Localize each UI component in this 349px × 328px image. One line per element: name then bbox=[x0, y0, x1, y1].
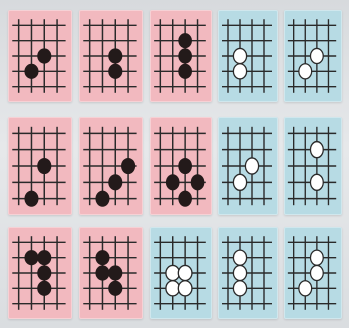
go-diagram bbox=[79, 10, 143, 102]
card-r3c2 bbox=[79, 227, 143, 319]
black-stone bbox=[108, 48, 122, 63]
white-stone bbox=[233, 64, 246, 79]
go-diagram bbox=[284, 227, 342, 319]
card-r1c1 bbox=[8, 10, 72, 102]
go-diagram bbox=[150, 10, 212, 102]
white-stone bbox=[166, 265, 180, 280]
black-stone bbox=[37, 281, 51, 296]
white-stone bbox=[310, 174, 323, 190]
black-stone bbox=[178, 158, 192, 174]
card-r3c3 bbox=[150, 227, 212, 319]
card-r3c5 bbox=[284, 227, 342, 319]
card-r1c5 bbox=[284, 10, 342, 102]
black-stone bbox=[166, 174, 180, 190]
white-stone bbox=[166, 281, 180, 296]
card-r1c3 bbox=[150, 10, 212, 102]
white-stone bbox=[245, 158, 258, 174]
card-r2c3 bbox=[150, 117, 212, 215]
white-stone bbox=[178, 265, 192, 280]
card-r2c2 bbox=[79, 117, 143, 215]
black-stone bbox=[108, 281, 122, 296]
card-r1c4 bbox=[218, 10, 278, 102]
card-r2c5 bbox=[284, 117, 342, 215]
go-diagram bbox=[150, 227, 212, 319]
black-stone bbox=[37, 158, 51, 174]
black-stone bbox=[191, 174, 205, 190]
black-stone bbox=[95, 250, 109, 265]
black-stone bbox=[108, 174, 122, 190]
go-diagram bbox=[150, 117, 212, 215]
card-r3c4 bbox=[218, 227, 278, 319]
white-stone bbox=[178, 281, 192, 296]
black-stone bbox=[178, 48, 192, 63]
white-stone bbox=[233, 281, 246, 296]
black-stone bbox=[37, 250, 51, 265]
black-stone bbox=[95, 265, 109, 280]
card-r2c4 bbox=[218, 117, 278, 215]
go-diagram bbox=[284, 117, 342, 215]
black-stone bbox=[108, 64, 122, 79]
go-diagram bbox=[8, 10, 72, 102]
card-r2c1 bbox=[8, 117, 72, 215]
black-stone bbox=[24, 64, 38, 79]
card-r3c1 bbox=[8, 227, 72, 319]
white-stone bbox=[310, 142, 323, 158]
black-stone bbox=[178, 64, 192, 79]
black-stone bbox=[24, 250, 38, 265]
go-diagram bbox=[218, 227, 278, 319]
go-diagram bbox=[218, 10, 278, 102]
black-stone bbox=[178, 33, 192, 48]
go-diagram bbox=[284, 10, 342, 102]
go-diagram bbox=[218, 117, 278, 215]
black-stone bbox=[37, 48, 51, 63]
black-stone bbox=[108, 265, 122, 280]
white-stone bbox=[233, 48, 246, 63]
black-stone bbox=[24, 191, 38, 207]
white-stone bbox=[233, 174, 246, 190]
black-stone bbox=[37, 265, 51, 280]
white-stone bbox=[299, 281, 312, 296]
go-diagram bbox=[79, 117, 143, 215]
white-stone bbox=[233, 250, 246, 265]
white-stone bbox=[310, 265, 323, 280]
white-stone bbox=[233, 265, 246, 280]
grid-lines bbox=[288, 127, 336, 205]
black-stone bbox=[178, 191, 192, 207]
black-stone bbox=[95, 191, 109, 207]
white-stone bbox=[310, 250, 323, 265]
card-r1c2 bbox=[79, 10, 143, 102]
go-diagram bbox=[79, 227, 143, 319]
white-stone bbox=[299, 64, 312, 79]
go-diagram bbox=[8, 117, 72, 215]
go-diagram bbox=[8, 227, 72, 319]
white-stone bbox=[310, 48, 323, 63]
black-stone bbox=[121, 158, 135, 174]
